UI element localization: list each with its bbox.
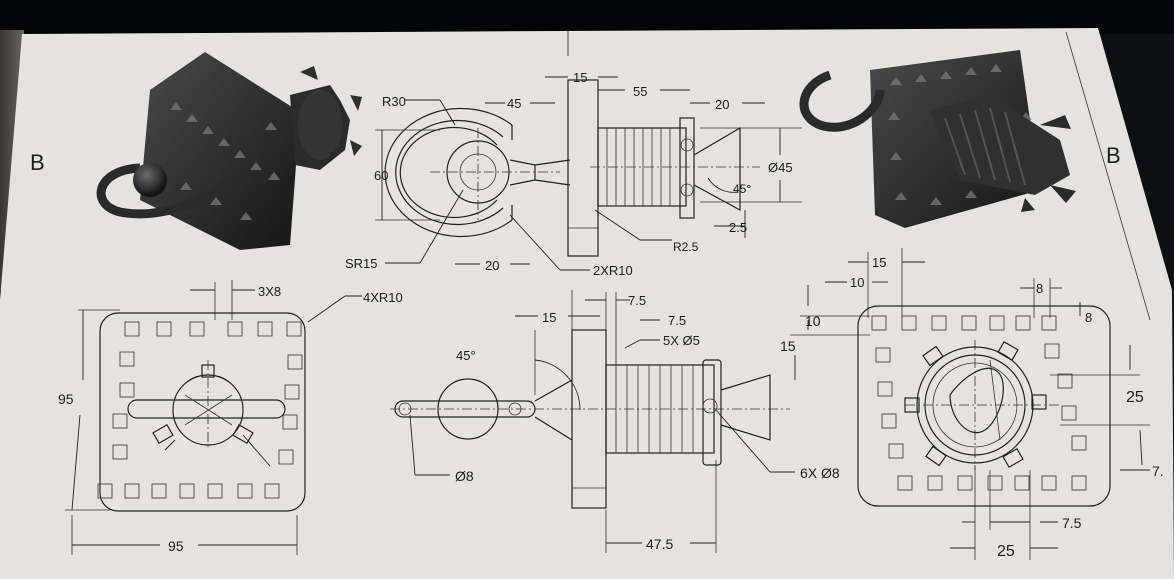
left-view-dimensions: 3X8 4XR10 95 95 bbox=[58, 280, 403, 555]
dim-45deg-front: 45° bbox=[733, 182, 751, 196]
border-line bbox=[1065, 31, 1151, 321]
dim-8-side: 8 bbox=[1085, 310, 1092, 325]
dim-10-left: 10 bbox=[805, 313, 821, 329]
dim-5xphi5: 5X Ø5 bbox=[663, 333, 700, 348]
dim-2xr10: 2XR10 bbox=[593, 263, 633, 278]
zone-letter-right: B bbox=[1106, 143, 1121, 168]
dim-7-5: 7.5 bbox=[668, 313, 686, 328]
zone-letter-left: B bbox=[30, 150, 45, 175]
dim-7-5-edge: 7. bbox=[1152, 463, 1164, 479]
dim-47-5: 47.5 bbox=[646, 536, 673, 552]
dim-95-bottom: 95 bbox=[168, 538, 184, 554]
dim-95-left: 95 bbox=[58, 391, 74, 407]
dim-phi45: Ø45 bbox=[768, 160, 793, 175]
dim-6xphi8: 6X Ø8 bbox=[800, 465, 840, 481]
front-view-dimensions: R30 45 60 SR15 20 2XR10 15 55 20 Ø45 45°… bbox=[345, 70, 802, 278]
dim-55: 55 bbox=[633, 84, 647, 99]
dim-20-front: 20 bbox=[485, 258, 499, 273]
dim-15-section: 15 bbox=[542, 310, 556, 325]
section-view bbox=[390, 329, 790, 509]
dim-15-left: 15 bbox=[780, 338, 796, 354]
dim-45-front: 45 bbox=[507, 96, 521, 111]
dim-20-right: 20 bbox=[715, 97, 729, 112]
dim-8: 8 bbox=[1036, 281, 1043, 296]
isometric-view-left bbox=[96, 52, 362, 250]
isometric-view-right bbox=[799, 50, 1076, 228]
dim-25-right: 25 bbox=[1126, 389, 1144, 406]
dark-background-top bbox=[0, 0, 1174, 34]
dim-3x8: 3X8 bbox=[258, 284, 281, 299]
dim-7-5-top: 7.5 bbox=[628, 293, 646, 308]
left-view bbox=[97, 312, 306, 512]
dim-45deg-section: 45° bbox=[456, 348, 476, 363]
front-view bbox=[384, 79, 760, 257]
right-view bbox=[857, 305, 1111, 507]
dim-10-top: 10 bbox=[850, 275, 864, 290]
dim-phi8: Ø8 bbox=[455, 468, 474, 484]
dim-7-5-bottom: 7.5 bbox=[1062, 515, 1082, 531]
dim-4xr10: 4XR10 bbox=[363, 290, 403, 305]
right-view-dimensions: 15 10 8 8 10 15 25 7. 7.5 25 bbox=[780, 248, 1164, 560]
section-view-dimensions: 15 7.5 7.5 5X Ø5 45° Ø8 6X Ø8 47.5 bbox=[409, 290, 840, 553]
dim-60: 60 bbox=[374, 168, 388, 183]
dim-r2-5: R2.5 bbox=[673, 240, 699, 254]
dim-15-right: 15 bbox=[872, 255, 886, 270]
dim-15-front: 15 bbox=[573, 70, 587, 85]
dim-25-bottom: 25 bbox=[997, 543, 1015, 560]
dim-2-5: 2.5 bbox=[729, 220, 747, 235]
dim-r30: R30 bbox=[382, 94, 406, 109]
dim-sr15: SR15 bbox=[345, 256, 378, 271]
